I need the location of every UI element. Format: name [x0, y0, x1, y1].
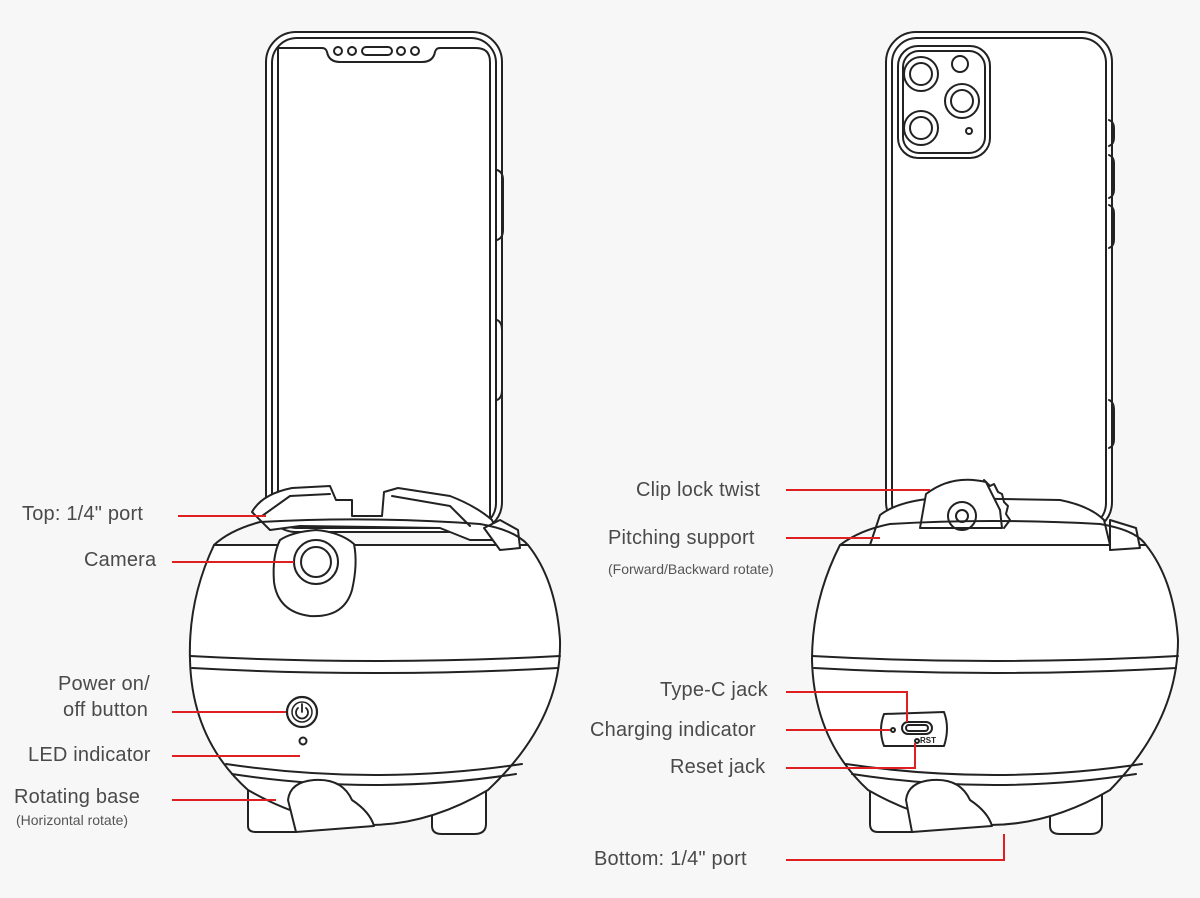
- leader-lines: [172, 489, 1005, 861]
- rst-marking: RST: [920, 736, 936, 745]
- left-phone: [265, 31, 504, 533]
- label-clip-lock: Clip lock twist: [636, 479, 761, 501]
- right-device: [811, 478, 1179, 835]
- right-phone: [885, 31, 1115, 533]
- left-device: [188, 485, 562, 835]
- label-reset: Reset jack: [670, 756, 766, 778]
- label-pitching-sub: (Forward/Backward rotate): [608, 561, 774, 577]
- label-type-c: Type-C jack: [660, 679, 768, 701]
- label-charging: Charging indicator: [590, 719, 756, 741]
- label-pitching: Pitching support: [608, 527, 755, 549]
- label-rotating-base: Rotating base: [14, 786, 141, 808]
- label-bottom-port: Bottom: 1/4" port: [594, 848, 747, 870]
- label-power-line1: Power on/: [58, 673, 150, 695]
- label-rotating-base-sub: (Horizontal rotate): [16, 812, 129, 828]
- label-top-port: Top: 1/4" port: [22, 503, 144, 525]
- label-camera: Camera: [84, 549, 157, 571]
- label-led: LED indicator: [28, 744, 151, 766]
- label-power-line2: off button: [63, 699, 149, 721]
